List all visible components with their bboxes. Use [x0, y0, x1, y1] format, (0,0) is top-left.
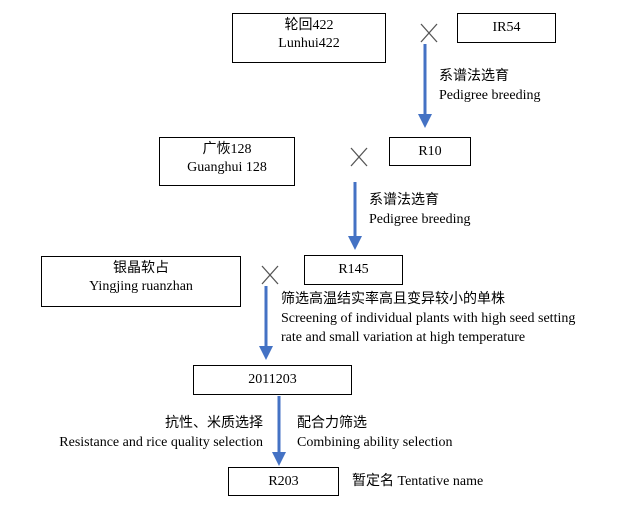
label-resistance-selection-en: Resistance and rice quality selection	[59, 435, 263, 450]
node-lunhui422-zh: 轮回422	[284, 18, 334, 33]
label-resistance-selection-zh: 抗性、米质选择	[165, 416, 263, 431]
arrow-3	[259, 286, 273, 360]
label-combining-ability: 配合力筛选 Combining ability selection	[297, 414, 453, 452]
label-combining-ability-zh: 配合力筛选	[297, 416, 367, 431]
arrow-2	[348, 182, 362, 250]
label-screening-en-line1: Screening of individual plants with high…	[281, 311, 576, 326]
node-2011203-label: 2011203	[248, 372, 297, 387]
node-guanghui128-en: Guanghui 128	[187, 160, 267, 175]
arrow-1	[418, 44, 432, 128]
node-r10-label: R10	[418, 143, 442, 159]
node-guanghui128: 广恢128 Guanghui 128	[159, 137, 295, 186]
label-screening-zh: 筛选高温结实率高且变异较小的单株	[281, 292, 505, 307]
node-ir54: IR54	[457, 13, 556, 43]
node-r145: R145	[304, 255, 403, 285]
label-screening-en-line2: rate and small variation at high tempera…	[281, 330, 526, 345]
cross-symbol-2	[350, 147, 368, 167]
label-pedigree-2: 系谱法选育 Pedigree breeding	[369, 191, 470, 229]
node-r203: R203	[228, 467, 339, 496]
node-yingjing: 银晶软占 Yingjing ruanzhan	[41, 256, 241, 307]
label-pedigree-1-zh: 系谱法选育	[439, 69, 509, 84]
label-pedigree-2-zh: 系谱法选育	[369, 193, 439, 208]
node-guanghui128-zh: 广恢128	[202, 142, 252, 157]
label-pedigree-2-en: Pedigree breeding	[369, 212, 471, 227]
node-2011203: 2011203	[193, 365, 352, 395]
node-ir54-label: IR54	[492, 20, 521, 35]
node-yingjing-en: Yingjing ruanzhan	[89, 279, 193, 294]
node-r145-label: R145	[338, 262, 369, 277]
label-resistance-selection: 抗性、米质选择 Resistance and rice quality sele…	[28, 414, 263, 452]
node-lunhui422-en: Lunhui422	[278, 36, 340, 51]
node-r10: R10	[389, 137, 471, 166]
label-screening: 筛选高温结实率高且变异较小的单株 Screening of individual…	[281, 290, 575, 347]
label-pedigree-1: 系谱法选育 Pedigree breeding	[439, 67, 540, 105]
label-combining-ability-en: Combining ability selection	[297, 435, 453, 450]
node-r203-label: R203	[268, 473, 299, 489]
label-pedigree-1-en: Pedigree breeding	[439, 88, 541, 103]
cross-symbol-3	[261, 265, 279, 285]
arrow-4	[272, 396, 286, 466]
node-yingjing-zh: 银晶软占	[113, 261, 169, 276]
label-tentative-name: 暂定名 Tentative name	[352, 474, 484, 489]
cross-symbol-1	[420, 23, 438, 43]
node-lunhui422: 轮回422 Lunhui422	[232, 13, 386, 63]
